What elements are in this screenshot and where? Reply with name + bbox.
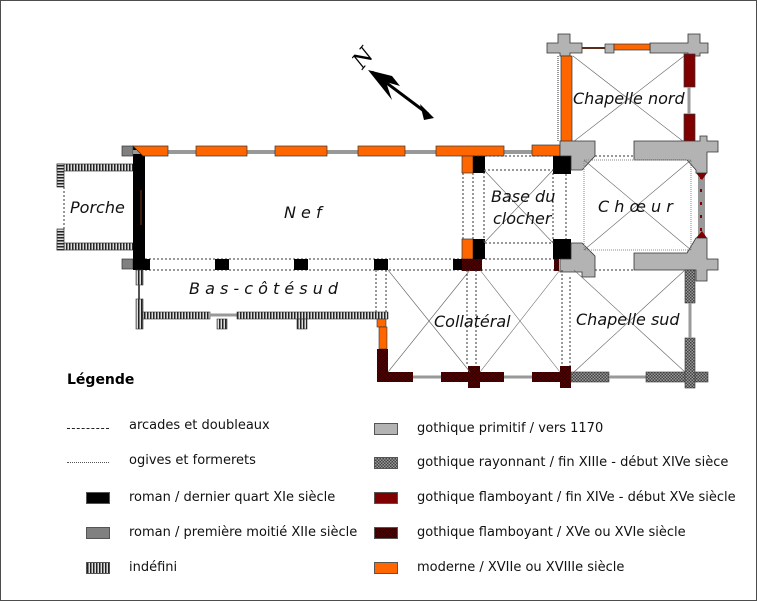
legend-line-dashed bbox=[67, 428, 109, 429]
legend-swatch-indefini bbox=[86, 562, 110, 574]
room-label-porche: Porche bbox=[70, 198, 125, 217]
base-clocher-structure bbox=[461, 155, 571, 271]
room-label-bas-cote-sud: B a s - c ô t é s u d bbox=[189, 279, 339, 298]
room-label-chapelle-nord: Chapelle nord bbox=[573, 89, 685, 108]
legend-line-dotted bbox=[67, 462, 109, 463]
legend-label-flamboyant-xive: gothique flamboyant / fin XIVe - début X… bbox=[417, 490, 736, 505]
legend-swatch-flamboyant-xve bbox=[374, 527, 398, 539]
nef-north-wall bbox=[132, 144, 561, 174]
legend-swatch-flamboyant-xive bbox=[374, 492, 398, 504]
legend-title: Légende bbox=[67, 372, 135, 388]
legend-label-flamboyant-xve: gothique flamboyant / XVe ou XVIe siècle bbox=[417, 525, 686, 540]
bas-cote-sud-walls bbox=[135, 269, 389, 330]
legend-label-ogives: ogives et formerets bbox=[129, 453, 256, 468]
legend-label-gothique-primitif: gothique primitif / vers 1170 bbox=[417, 421, 604, 436]
legend-swatch-gothique-rayonnant bbox=[374, 457, 398, 469]
legend-swatch-gothique-primitif bbox=[374, 423, 398, 435]
north-arrow-icon: N bbox=[347, 42, 434, 120]
west-wall bbox=[121, 145, 145, 270]
compass-label: N bbox=[347, 42, 380, 74]
room-label-nef: N e f bbox=[284, 203, 324, 222]
room-label-collateral: Collatéral bbox=[434, 312, 511, 331]
legend-label-roman-xiie: roman / première moitié XIIe siècle bbox=[129, 525, 358, 540]
legend-swatch-roman-xiie bbox=[86, 527, 110, 539]
legend-label-roman-xie: roman / dernier quart XIe siècle bbox=[129, 490, 336, 505]
nef-south-arcade bbox=[133, 258, 560, 271]
room-label-choeur: C h œ u r bbox=[598, 197, 674, 216]
room-label-base-clocher-2: clocher bbox=[493, 209, 553, 228]
legend-label-arcades: arcades et doubleaux bbox=[129, 418, 270, 433]
legend-swatch-roman-xie bbox=[86, 492, 110, 504]
room-label-chapelle-sud: Chapelle sud bbox=[576, 310, 680, 329]
legend-label-indefini: indéfini bbox=[129, 560, 178, 575]
chapelle-nord-structure bbox=[546, 33, 709, 143]
choeur-structure bbox=[559, 135, 719, 282]
legend-label-moderne: moderne / XVIIe ou XVIIIe siècle bbox=[417, 560, 625, 575]
legend-swatch-moderne bbox=[374, 562, 398, 574]
legend-label-gothique-rayonnant: gothique rayonnant / fin XIIIe - début X… bbox=[417, 455, 729, 470]
room-label-base-clocher-1: Base du bbox=[491, 187, 555, 206]
south-side-structure bbox=[376, 269, 709, 389]
